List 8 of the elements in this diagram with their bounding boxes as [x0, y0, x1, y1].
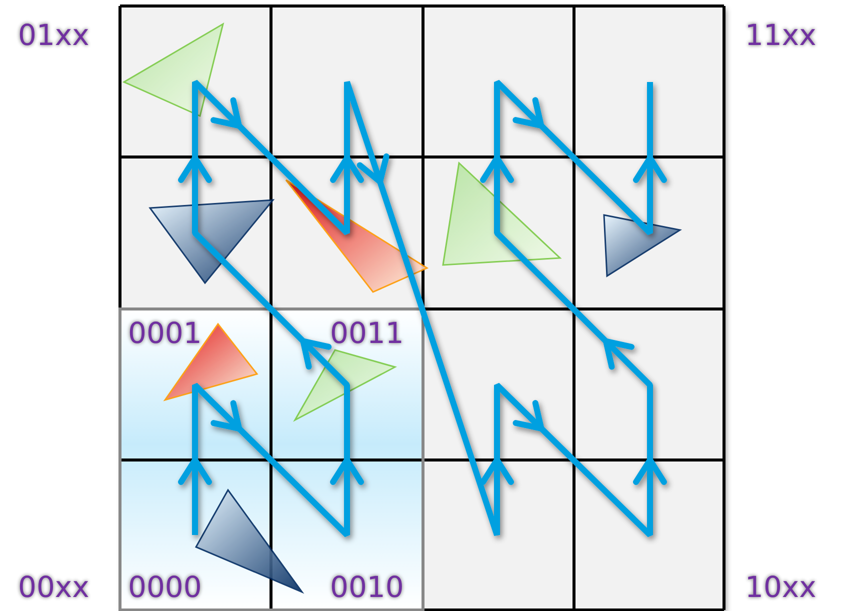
cell-code-label: 0010	[330, 570, 404, 604]
quadrant-label: 00xx	[18, 570, 90, 604]
quadrant-label: 01xx	[18, 18, 90, 52]
quadrant-label: 11xx	[745, 18, 816, 52]
cell-code-label: 0011	[330, 316, 404, 350]
quadrant-label: 10xx	[745, 570, 816, 604]
cell-code-label: 0000	[128, 570, 202, 604]
cell-code-label: 0001	[128, 316, 202, 350]
